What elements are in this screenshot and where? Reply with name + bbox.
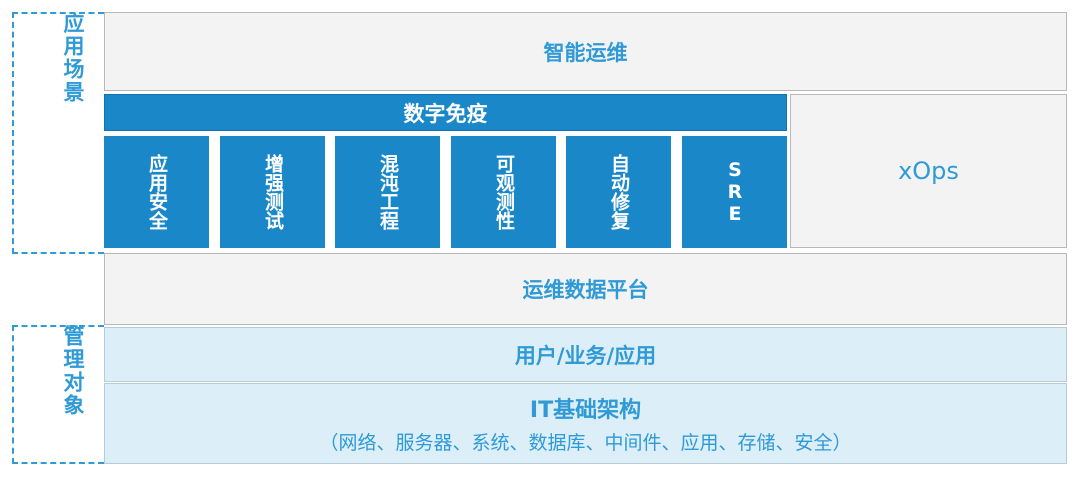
digital-immunity-header: 数字免疫 [104, 94, 787, 131]
column-enhanced-testing: 增强测试 [220, 136, 325, 248]
aiops-label: 智能运维 [543, 40, 628, 65]
scenarios-label: 应用场景 [61, 12, 85, 104]
column-label: 混沌工程 [377, 154, 399, 230]
managed-objects-group [12, 325, 104, 464]
it-infrastructure-title: IT基础架构 [529, 398, 642, 423]
user-business-layer: 用户/业务/应用 [104, 327, 1067, 382]
managed-objects-label: 管理对象 [61, 325, 85, 417]
column-sre: SRE [682, 136, 787, 248]
column-label: SRE [724, 159, 746, 225]
xops-box: xOps [790, 94, 1067, 248]
data-platform-layer: 运维数据平台 [104, 253, 1067, 325]
column-app-security: 应用安全 [104, 136, 209, 248]
xops-label: xOps [898, 157, 959, 185]
column-label: 可观测性 [493, 154, 515, 230]
column-auto-remediation: 自动修复 [566, 136, 671, 248]
column-chaos-engineering: 混沌工程 [335, 136, 440, 248]
it-infrastructure-layer: IT基础架构 （网络、服务器、系统、数据库、中间件、应用、存储、安全） [104, 383, 1067, 464]
user-business-label: 用户/业务/应用 [514, 343, 657, 368]
column-observability: 可观测性 [451, 136, 556, 248]
aiops-layer: 智能运维 [104, 12, 1067, 91]
it-infrastructure-subtitle: （网络、服务器、系统、数据库、中间件、应用、存储、安全） [319, 432, 852, 454]
column-label: 自动修复 [608, 154, 630, 230]
column-label: 增强测试 [262, 154, 284, 230]
data-platform-label: 运维数据平台 [522, 278, 649, 302]
digital-immunity-label: 数字免疫 [403, 101, 488, 126]
scenarios-group [12, 12, 104, 254]
column-label: 应用安全 [146, 154, 168, 230]
